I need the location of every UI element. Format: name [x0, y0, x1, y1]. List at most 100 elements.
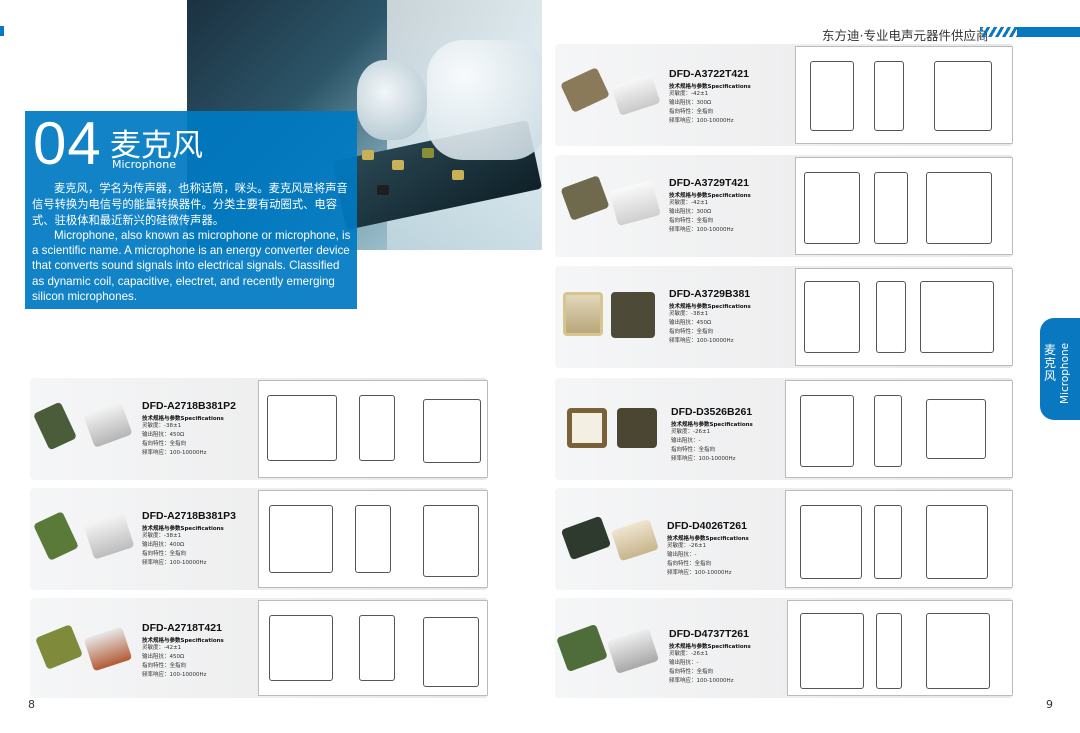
side-tab-label-en: Microphone — [1059, 342, 1071, 404]
side-tab-microphone[interactable]: 麦克风 Microphone — [1040, 318, 1080, 420]
mic-back-image — [32, 401, 78, 451]
spec-impedance: 输出阻抗：300Ω — [669, 209, 712, 215]
spec-header: 技术规格与参数Specifications — [667, 536, 749, 542]
technical-drawing — [785, 490, 1013, 588]
page-edge-mark — [0, 26, 4, 36]
hero-photo — [187, 0, 542, 250]
spec-frequency: 频率响应：100-10000Hz — [667, 570, 732, 576]
product-name: DFD-A2718B381P2 — [142, 400, 236, 412]
spec-sensitivity: 灵敏度：-38±1 — [669, 311, 709, 317]
mic-front-image — [609, 179, 661, 227]
spec-frequency: 频率响应：100-10000Hz — [669, 338, 734, 344]
spec-sensitivity: 灵敏度：-38±1 — [142, 533, 182, 539]
mic-front-image — [611, 518, 659, 562]
product-name: DFD-D4026T261 — [667, 520, 747, 532]
spec-header: 技术规格与参数Specifications — [669, 644, 751, 650]
spec-sensitivity: 灵敏度：-42±1 — [669, 91, 709, 97]
technical-drawing — [795, 46, 1013, 144]
spec-frequency: 频率响应：100-10000Hz — [142, 560, 207, 566]
spec-frequency: 频率响应：100-10000Hz — [669, 678, 734, 684]
product-card[interactable]: DFD-A2718B381P2 技术规格与参数Specifications 灵敏… — [30, 378, 488, 480]
product-name: DFD-D4737T261 — [669, 628, 749, 640]
mic-back-image — [33, 511, 79, 561]
technical-drawing — [795, 268, 1013, 366]
product-name: DFD-A3729B381 — [669, 288, 751, 300]
side-tab-label-cn: 麦克风 — [1044, 343, 1057, 383]
spec-sensitivity: 灵敏度：-26±1 — [667, 543, 707, 549]
spec-sensitivity: 灵敏度：-26±1 — [669, 651, 709, 657]
mic-front-image — [563, 292, 603, 336]
product-card[interactable]: DFD-A3729T421 技术规格与参数Specifications 灵敏度：… — [555, 155, 1013, 257]
gloved-hand-image — [357, 60, 427, 140]
mic-front-image — [606, 628, 660, 674]
technical-drawing — [258, 600, 488, 696]
technical-drawing — [258, 380, 488, 478]
product-name: DFD-D3526B261 — [671, 406, 753, 418]
mic-back-image — [560, 175, 610, 221]
intro-text-en: Microphone, also known as microphone or … — [32, 229, 351, 303]
page-number-left: 8 — [28, 698, 35, 711]
product-card[interactable]: DFD-A2718T421 技术规格与参数Specifications 灵敏度：… — [30, 598, 488, 698]
spec-directivity: 指向特性：全指向 — [671, 447, 716, 453]
section-intro-panel — [25, 111, 357, 309]
product-card[interactable]: DFD-D4737T261 技术规格与参数Specifications 灵敏度：… — [555, 598, 1013, 698]
product-card[interactable]: DFD-A2718B381P3 技术规格与参数Specifications 灵敏… — [30, 488, 488, 590]
spec-header: 技术规格与参数Specifications — [142, 638, 224, 644]
technical-drawing — [785, 380, 1013, 478]
spec-directivity: 指向特性：全指向 — [667, 561, 712, 567]
mic-front-image — [83, 512, 135, 560]
spec-frequency: 频率响应：100-10000Hz — [142, 450, 207, 456]
mic-front-image — [83, 626, 133, 672]
spec-directivity: 指向特性：全指向 — [669, 109, 714, 115]
intro-text-cn: 麦克风，学名为传声器，也称话筒，咪头。麦克风是将声音信号转换为电信号的能量转换器… — [32, 182, 348, 227]
spec-directivity: 指向特性：全指向 — [142, 663, 187, 669]
spec-sensitivity: 灵敏度：-42±1 — [669, 200, 709, 206]
spec-header: 技术规格与参数Specifications — [671, 422, 753, 428]
mic-front-image — [567, 408, 607, 448]
spec-impedance: 输出阻抗：- — [671, 438, 701, 444]
spec-directivity: 指向特性：全指向 — [669, 669, 714, 675]
spec-impedance: 输出阻抗：450Ω — [142, 654, 185, 660]
mic-back-image — [560, 515, 612, 561]
spec-impedance: 输出阻抗：450Ω — [669, 320, 712, 326]
spec-impedance: 输出阻抗：- — [667, 552, 697, 558]
spec-frequency: 频率响应：100-10000Hz — [671, 456, 736, 462]
spec-directivity: 指向特性：全指向 — [669, 329, 714, 335]
spec-directivity: 指向特性：全指向 — [669, 218, 714, 224]
mic-front-image — [83, 402, 133, 448]
spec-directivity: 指向特性：全指向 — [142, 441, 187, 447]
product-name: DFD-A2718T421 — [142, 622, 222, 634]
spec-header: 技术规格与参数Specifications — [669, 304, 751, 310]
product-name: DFD-A3729T421 — [669, 177, 749, 189]
technical-drawing — [787, 600, 1013, 696]
spec-frequency: 频率响应：100-10000Hz — [142, 672, 207, 678]
page-number-right: 9 — [1046, 698, 1053, 711]
spec-header: 技术规格与参数Specifications — [669, 84, 751, 90]
product-card[interactable]: DFD-A3722T421 技术规格与参数Specifications 灵敏度：… — [555, 44, 1013, 146]
spec-impedance: 输出阻抗：400Ω — [142, 542, 185, 548]
spec-sensitivity: 灵敏度：-26±1 — [671, 429, 711, 435]
section-number: 04 — [33, 110, 102, 177]
spec-header: 技术规格与参数Specifications — [142, 416, 224, 422]
mic-back-image — [617, 408, 657, 448]
mic-back-image — [556, 623, 608, 673]
product-card[interactable]: DFD-A3729B381 技术规格与参数Specifications 灵敏度：… — [555, 266, 1013, 368]
mic-back-image — [560, 67, 610, 113]
product-card[interactable]: DFD-D3526B261 技术规格与参数Specifications 灵敏度：… — [555, 378, 1013, 480]
spec-frequency: 频率响应：100-10000Hz — [669, 227, 734, 233]
mic-back-image — [35, 624, 83, 670]
spec-frequency: 频率响应：100-10000Hz — [669, 118, 734, 124]
technical-drawing — [258, 490, 488, 588]
product-name: DFD-A3722T421 — [669, 68, 749, 80]
spec-sensitivity: 灵敏度：-38±1 — [142, 423, 182, 429]
header-bar — [1017, 27, 1080, 37]
spec-impedance: 输出阻抗：300Ω — [669, 100, 712, 106]
product-card[interactable]: DFD-D4026T261 技术规格与参数Specifications 灵敏度：… — [555, 488, 1013, 590]
section-title-cn: 麦克风 — [110, 128, 203, 164]
mic-front-image — [611, 74, 661, 116]
spec-impedance: 输出阻抗：450Ω — [142, 432, 185, 438]
technical-drawing — [795, 157, 1013, 255]
spec-sensitivity: 灵敏度：-42±1 — [142, 645, 182, 651]
section-title-en: Microphone — [112, 158, 177, 171]
spec-header: 技术规格与参数Specifications — [142, 526, 224, 532]
